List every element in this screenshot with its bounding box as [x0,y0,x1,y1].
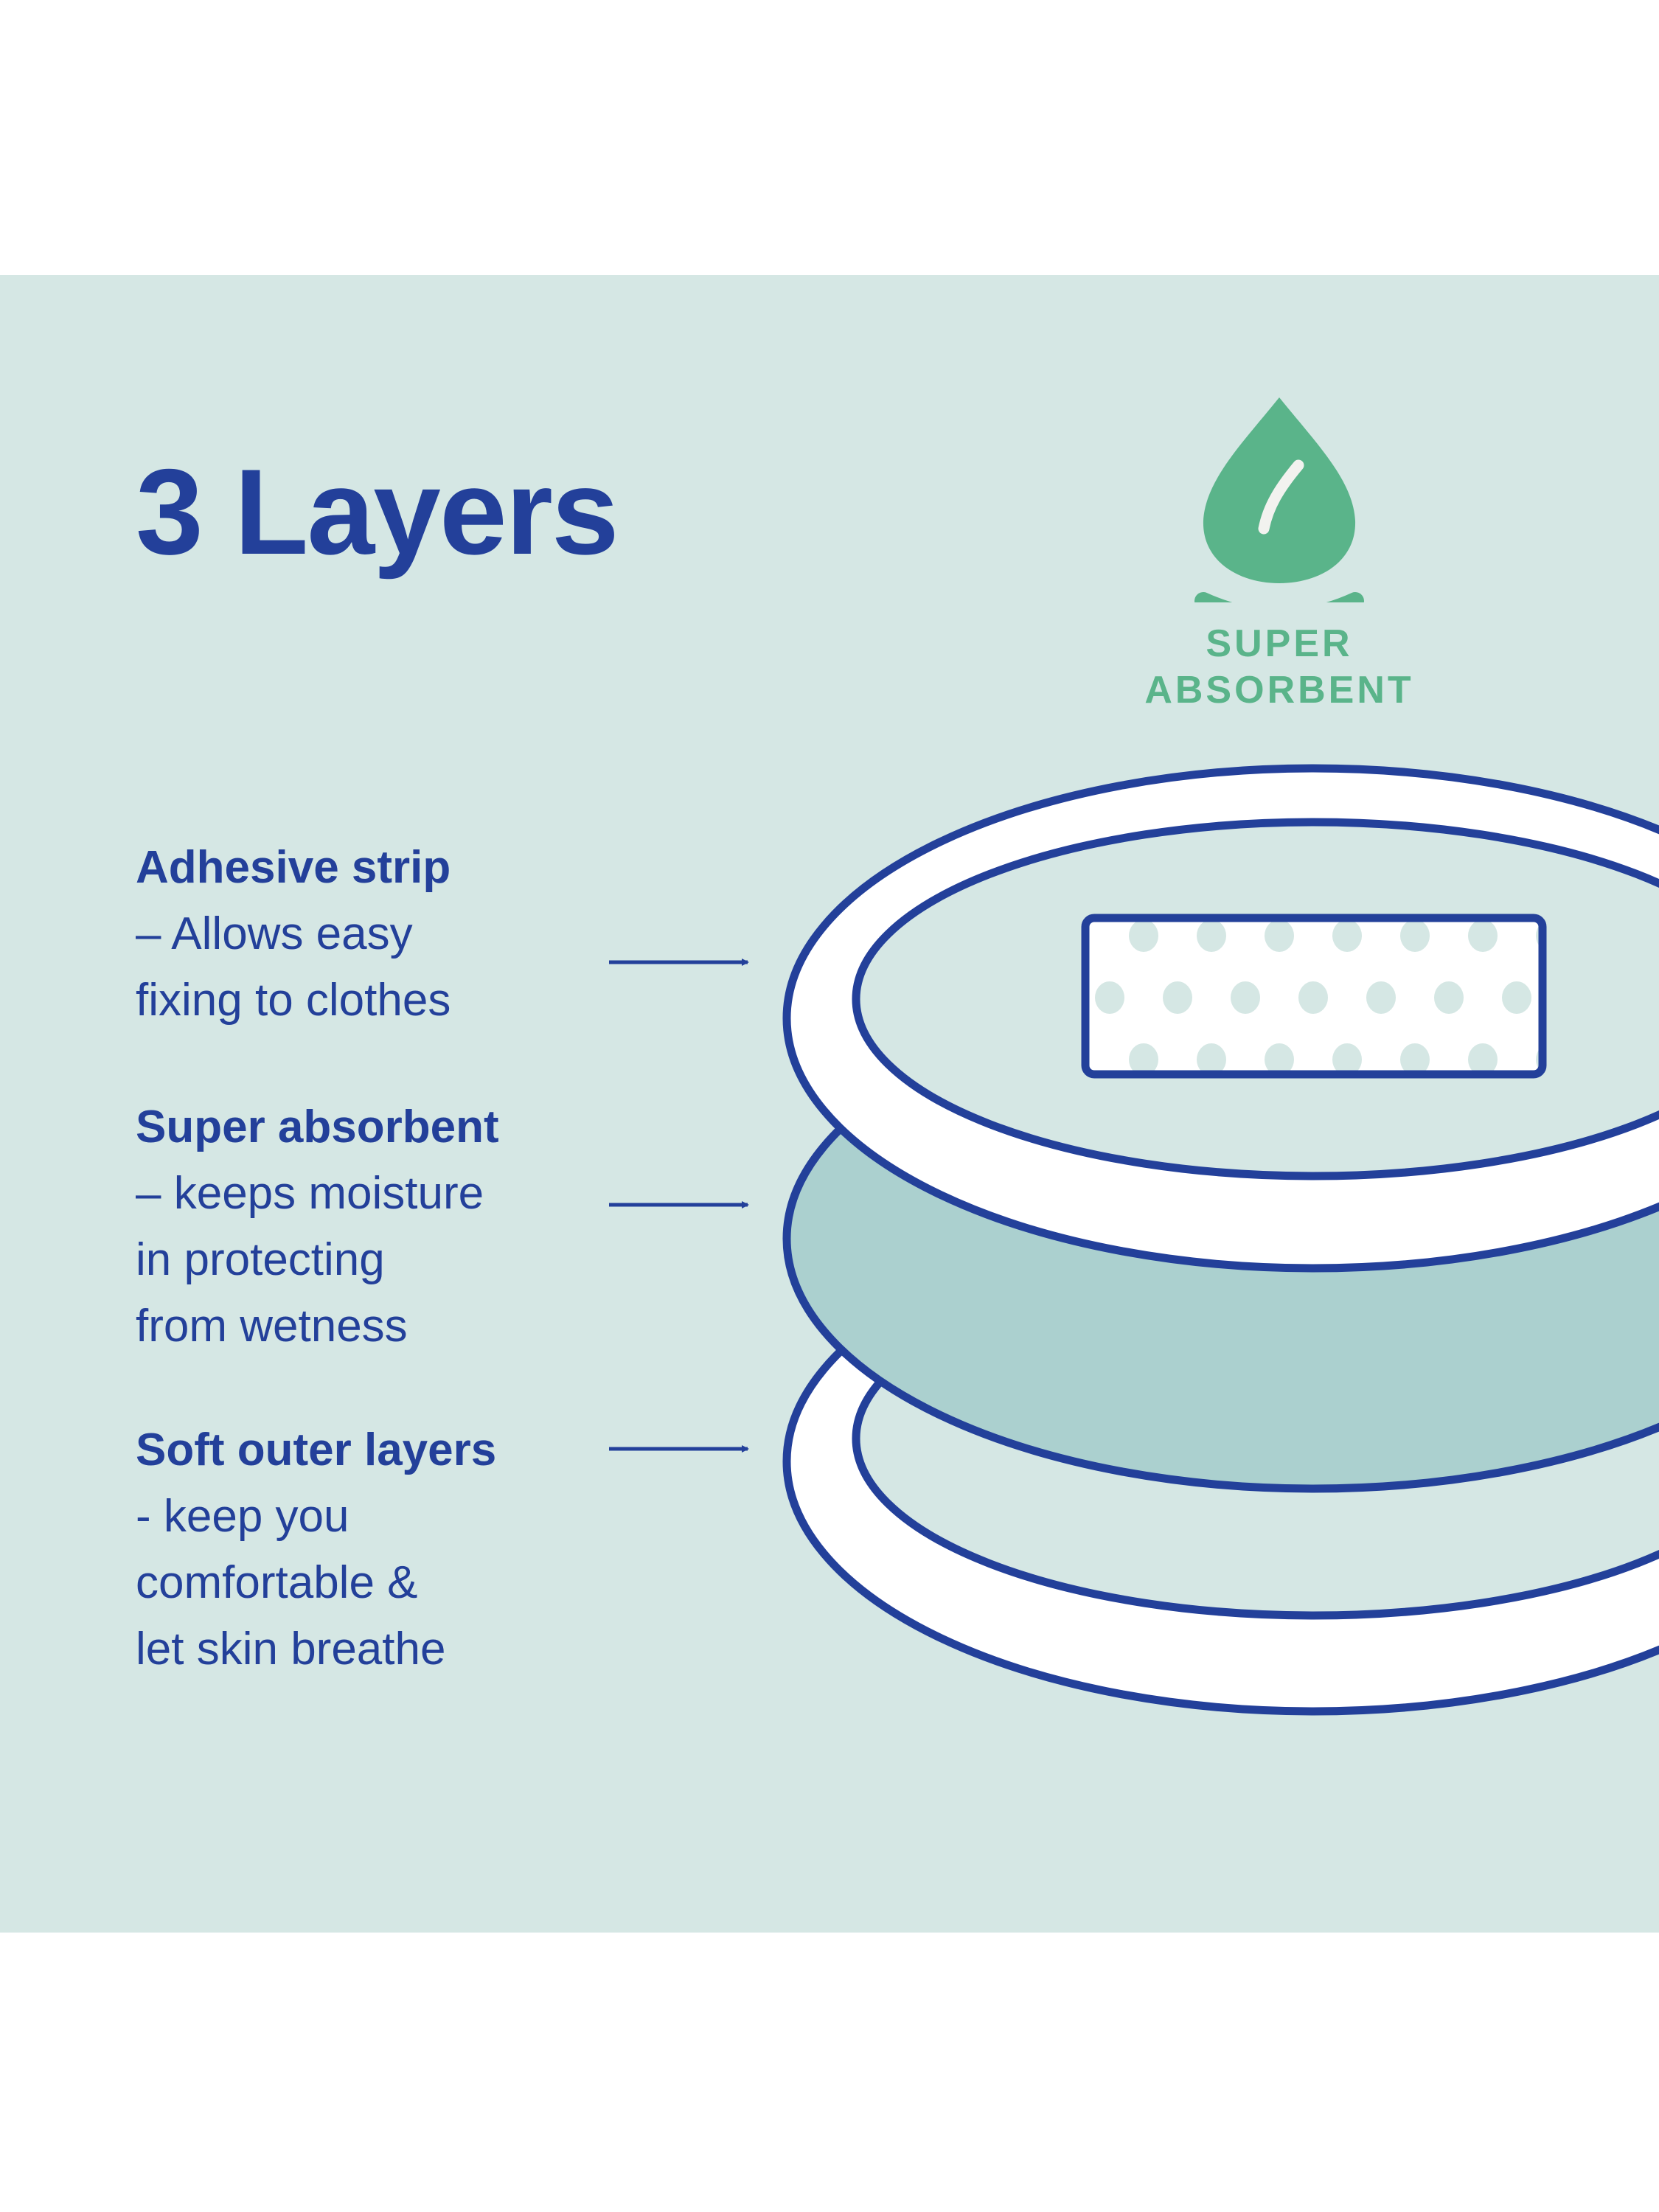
page-title: 3 Layers [136,444,619,580]
adhesive-dot [1400,920,1430,952]
adhesive-dot [1265,920,1294,952]
adhesive-dot [1129,1043,1158,1072]
badge-line-2: ABSORBENT [1144,669,1414,712]
adhesive-dot [1332,920,1362,952]
adhesive-dot [1400,1043,1430,1072]
label-heading: Adhesive strip [136,842,451,893]
label-heading: Super absorbent [136,1102,499,1152]
adhesive-dot [1366,981,1396,1014]
label-line: comfortable & [136,1557,418,1608]
label-super-absorbent: Super absorbent – keeps moisture in prot… [136,1094,499,1360]
adhesive-dot [1332,1043,1362,1072]
label-line: in protecting [136,1234,385,1285]
adhesive-dot [1129,920,1158,952]
adhesive-dot [1468,920,1498,952]
label-line: – Allows easy [136,908,413,959]
label-line: fixing to clothes [136,975,451,1026]
label-line: from wetness [136,1301,408,1352]
adhesive-dot [1231,981,1260,1014]
adhesive-dot [1434,981,1464,1014]
water-drop-icon [1194,397,1364,602]
label-adhesive-strip: Adhesive strip – Allows easy fixing to c… [136,835,451,1034]
super-absorbent-badge: SUPER ABSORBENT [1091,621,1467,714]
adhesive-dot [1468,1043,1498,1072]
label-heading: Soft outer layers [136,1425,497,1475]
label-line: - keep you [136,1491,349,1542]
adhesive-dot [1095,981,1124,1014]
adhesive-dot [1197,920,1226,952]
adhesive-dot [1163,981,1192,1014]
label-line: – keeps moisture [136,1168,484,1219]
adhesive-dot [1265,1043,1294,1072]
adhesive-dot [1298,981,1328,1014]
adhesive-dot [1502,981,1531,1014]
label-soft-outer-layers: Soft outer layers - keep you comfortable… [136,1417,496,1683]
badge-line-1: SUPER [1206,622,1353,665]
label-line: let skin breathe [136,1624,446,1674]
adhesive-dots [1095,920,1540,1072]
adhesive-dot [1197,1043,1226,1072]
